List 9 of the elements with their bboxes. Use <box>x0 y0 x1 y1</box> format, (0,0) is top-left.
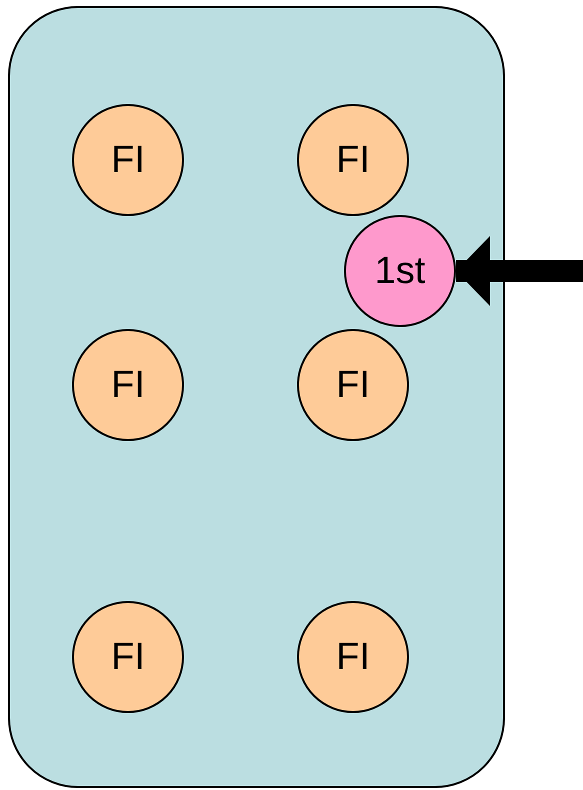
container-box <box>8 6 505 788</box>
node-label: FI <box>111 138 145 182</box>
node-label: FI <box>336 364 370 406</box>
node-label: FI <box>111 636 145 678</box>
node-label: FI <box>336 636 370 678</box>
node-label: 1st <box>374 250 426 292</box>
arrow <box>456 236 583 306</box>
node-label: FI <box>336 138 370 182</box>
node-label: FI <box>111 364 145 406</box>
